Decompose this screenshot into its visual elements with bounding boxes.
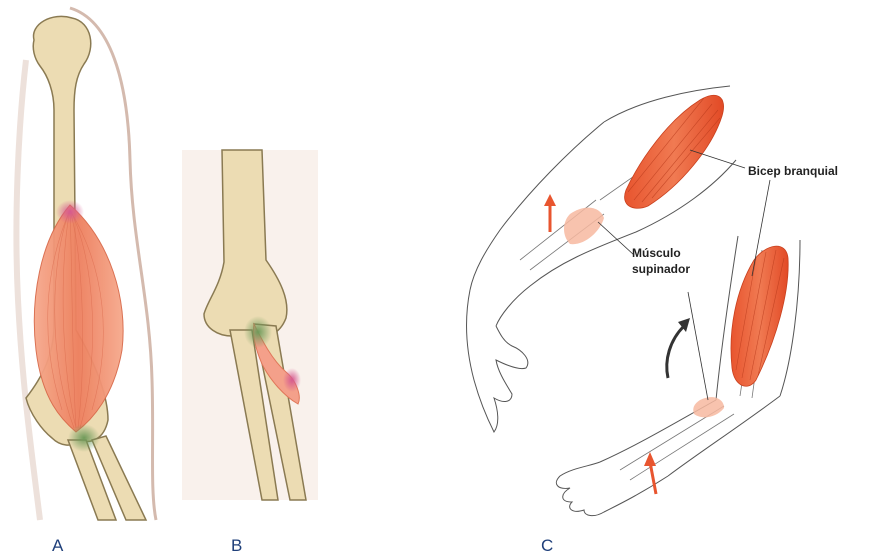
- panel-b-illustration: [182, 150, 318, 500]
- panel-label-b: B: [231, 536, 242, 556]
- biceps-extended-muscle: [731, 246, 788, 386]
- forearm-outline-bottom: [496, 232, 636, 326]
- insertion-attachment-green: [68, 424, 100, 452]
- panel-label-a: A: [52, 536, 63, 556]
- flexion-arrow-head: [544, 194, 556, 206]
- callout-supinator-line1: Músculo: [632, 245, 690, 261]
- callout-biceps-label: Bicep branquial: [748, 163, 838, 179]
- rotation-arrow: [667, 326, 684, 378]
- callout-supinator-label: Músculo supinador: [632, 245, 690, 277]
- callout-supinator-line2: supinador: [632, 261, 690, 277]
- supinator-leader-line-1: [598, 222, 634, 255]
- supination-arrow: [650, 462, 656, 494]
- panel-c-illustration: [467, 86, 800, 516]
- panel-label-c: C: [541, 536, 553, 556]
- supinator-leader-line-2: [688, 292, 708, 400]
- panel-a-illustration: [16, 8, 156, 520]
- supinator-attachment-pink: [283, 368, 301, 392]
- hand-flexed: [467, 290, 528, 432]
- supinator-flexed-muscle: [564, 208, 604, 245]
- supinator-attachment-green: [244, 316, 272, 348]
- supinator-extended-muscle: [693, 397, 724, 417]
- origin-attachment-pink: [56, 200, 84, 224]
- biceps-flexed-muscle: [625, 95, 724, 208]
- extended-forearm-outline: [600, 396, 780, 476]
